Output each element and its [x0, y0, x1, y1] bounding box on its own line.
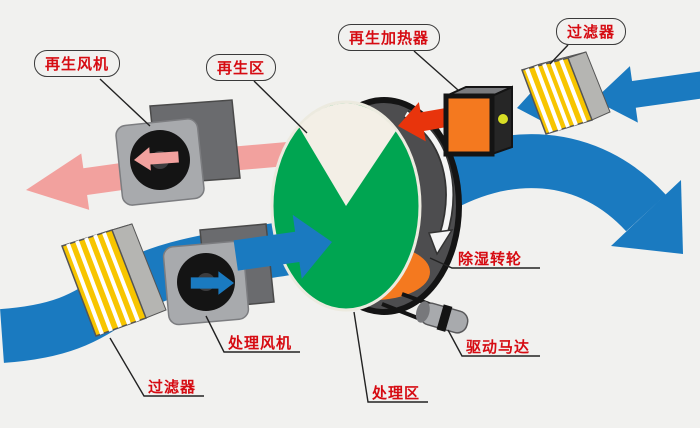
- label-process-fan: 处理风机: [228, 334, 293, 352]
- label-regeneration-heater: 再生加热器: [338, 24, 441, 51]
- label-filter-bottom: 过滤器: [148, 378, 197, 396]
- desiccant-wheel: [270, 97, 462, 315]
- label-drive-motor: 驱动马达: [466, 338, 531, 356]
- label-dehumidifier-wheel: 除湿转轮: [458, 250, 523, 268]
- label-filter-top: 过滤器: [556, 18, 627, 45]
- process-air-outlet-arrow: [415, 134, 683, 254]
- regeneration-fan-icon: [115, 99, 241, 206]
- leader-lines: [99, 44, 569, 403]
- drive-motor-icon: [381, 292, 469, 334]
- label-process-zone: 处理区: [372, 384, 421, 402]
- filter-bottom-icon: [61, 223, 167, 337]
- regeneration-heater-icon: [443, 85, 513, 157]
- filter-top-icon: [521, 51, 611, 135]
- label-regeneration-zone: 再生区: [206, 54, 277, 81]
- process-fan-icon: [162, 223, 275, 326]
- label-regeneration-fan: 再生风机: [34, 50, 121, 77]
